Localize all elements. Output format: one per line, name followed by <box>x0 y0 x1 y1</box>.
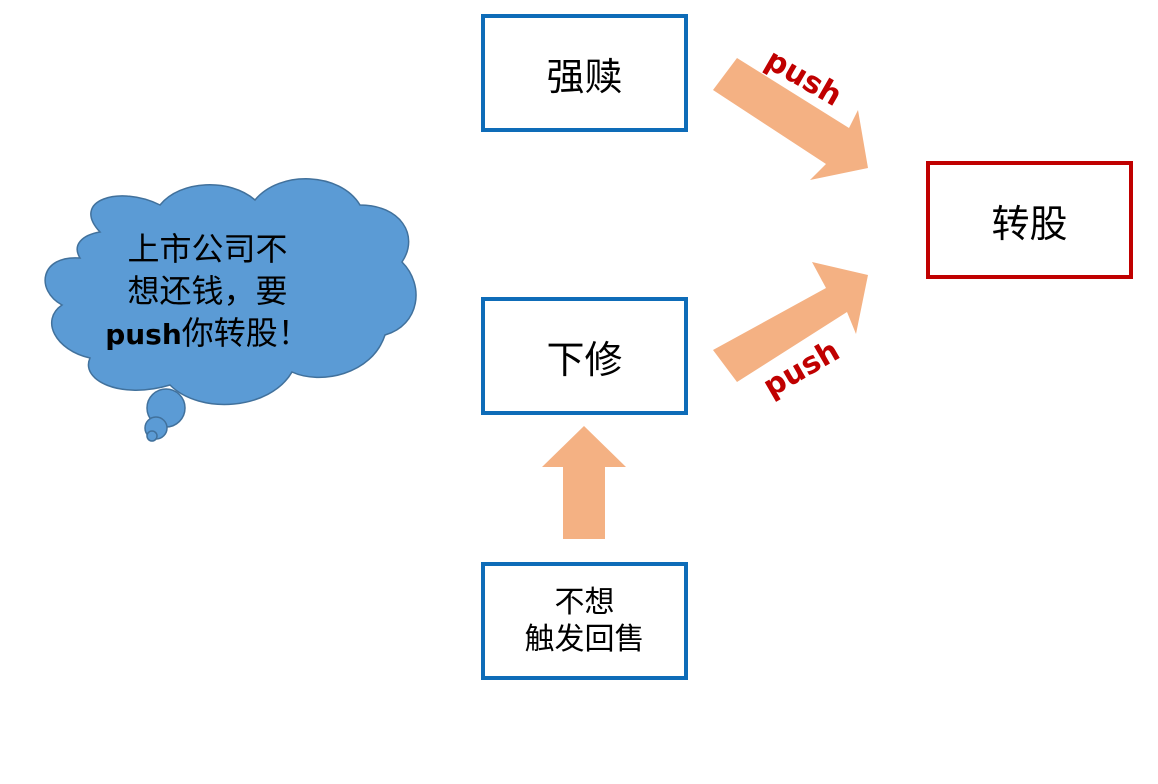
cloud-line-3-rest: 你转股！ <box>181 314 310 352</box>
thought-cloud <box>44 178 417 442</box>
box-xiaxiu-label: 下修 <box>546 337 623 382</box>
box-xiaxiu: 下修 <box>481 297 688 415</box>
arrow-buxiang-to-xiaxiu <box>542 426 626 539</box>
box-zhuangu-label: 转股 <box>991 201 1068 246</box>
cloud-line-2: 想还钱，要 <box>127 272 288 310</box>
box-buxiang-line-2: 触发回售 <box>524 622 645 657</box>
box-qiangshu-label: 强赎 <box>546 54 623 99</box>
arrow-xiaxiu-to-zhuangu <box>713 262 868 382</box>
box-buxiang-line-1: 不想 <box>554 585 615 620</box>
cloud-message: 上市公司不 想还钱，要 push你转股！ <box>95 228 320 356</box>
cloud-line-3: push你转股！ <box>95 312 320 356</box>
box-buxiang-huishou: 不想 触发回售 <box>481 562 688 680</box>
cloud-push-word: push <box>105 318 182 351</box>
arrow-qiangshu-to-zhuangu <box>713 58 868 180</box>
box-zhuangu: 转股 <box>926 161 1133 279</box>
thought-bubble-small <box>146 430 158 442</box>
box-qiangshu: 强赎 <box>481 14 688 132</box>
cloud-line-1: 上市公司不 <box>127 230 288 268</box>
